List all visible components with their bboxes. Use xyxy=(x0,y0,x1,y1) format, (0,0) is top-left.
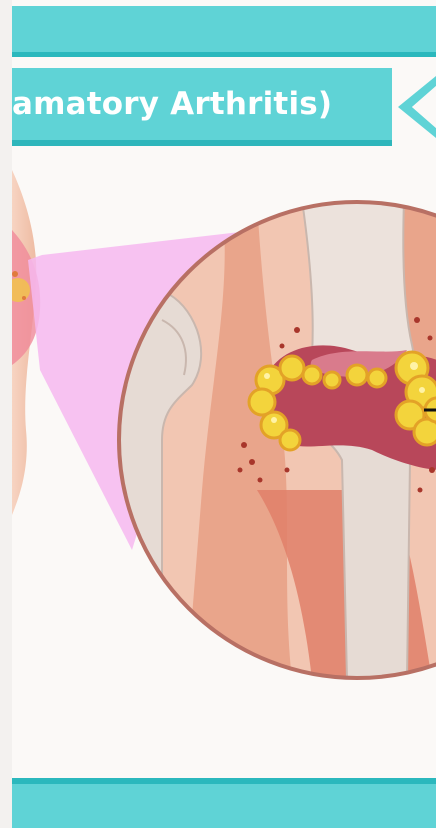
title-banner: amatory Arthritis) xyxy=(12,68,392,146)
banner-title: amatory Arthritis) xyxy=(12,86,332,122)
knee-joint-illustration xyxy=(12,170,436,690)
top-teal-band xyxy=(12,6,436,57)
leg-silhouette xyxy=(12,170,40,515)
bottom-teal-band xyxy=(12,778,436,828)
banner-arrow-icon xyxy=(380,68,436,146)
left-margin xyxy=(0,0,12,828)
